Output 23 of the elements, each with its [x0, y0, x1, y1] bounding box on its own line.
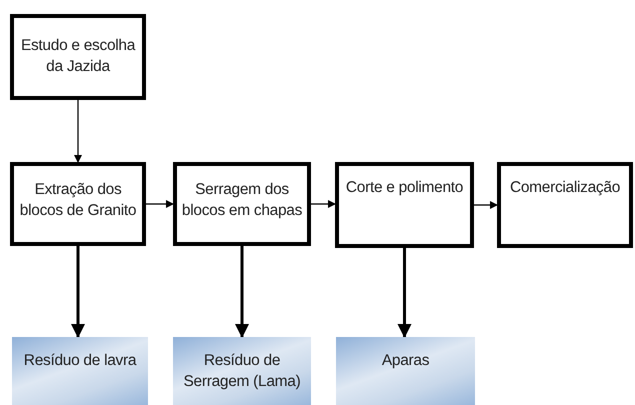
process-box [497, 162, 633, 248]
node-text: Resíduo de lavra [24, 351, 136, 371]
arrow [146, 200, 174, 208]
process-box [173, 162, 311, 246]
node-text: Estudo e escolha da Jazida [20, 36, 136, 77]
residue-box [336, 337, 475, 405]
arrow [398, 248, 412, 338]
node-text: Comercialização [510, 178, 620, 198]
node-text: Aparas [382, 351, 430, 371]
process-box [10, 14, 146, 100]
arrow [74, 100, 82, 163]
node-text: Extração dos blocos de Granito [18, 180, 138, 221]
arrow [474, 201, 498, 209]
arrow [235, 246, 249, 338]
arrow [71, 246, 85, 338]
process-box [335, 162, 474, 248]
arrow [311, 200, 336, 208]
node-text: Corte e polimento [346, 178, 464, 198]
node-text: Resíduo de Serragem (Lama) [182, 351, 302, 392]
node-text: Serragem dos blocos em chapas [181, 180, 303, 221]
process-box [10, 162, 146, 246]
residue-box [173, 337, 311, 405]
residue-box [12, 337, 148, 405]
